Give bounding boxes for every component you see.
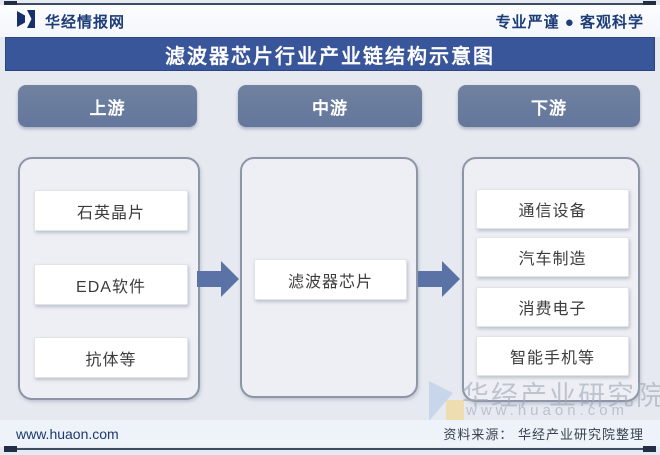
column-header-upstream: 上游 <box>18 85 197 127</box>
brand-name: 华经情报网 <box>45 13 126 31</box>
brand: 华经情报网 <box>16 8 125 35</box>
header-slogan: 专业严谨 ● 客观科学 <box>495 13 644 31</box>
upstream-item: 抗体等 <box>34 337 188 378</box>
bottom-left-nub <box>4 446 17 452</box>
downstream-item: 汽车制造 <box>476 237 629 277</box>
top-right-nub <box>643 1 656 7</box>
downstream-item: 智能手机等 <box>476 336 629 376</box>
watermark-site: www.huaon.com <box>466 402 629 419</box>
upstream-container: 石英晶片 EDA软件 抗体等 <box>18 157 200 400</box>
page-title: 滤波器芯片行业产业链结构示意图 <box>165 45 495 68</box>
downstream-item: 通信设备 <box>476 189 629 229</box>
column-header-midstream: 中游 <box>238 85 422 127</box>
footer-source-note: 资料来源： 华经产业研究院整理 <box>443 427 644 442</box>
midstream-container: 滤波器芯片 <box>240 157 418 398</box>
midstream-item: 滤波器芯片 <box>254 259 407 300</box>
upstream-item: 石英晶片 <box>34 190 188 231</box>
top-frame-line <box>8 3 652 5</box>
bottom-frame-line <box>8 448 652 450</box>
column-header-downstream: 下游 <box>458 85 640 127</box>
downstream-item: 消费电子 <box>476 287 629 327</box>
header-bar: 华经情报网 专业严谨 ● 客观科学 <box>0 5 660 37</box>
upstream-item: EDA软件 <box>34 264 188 305</box>
downstream-container: 通信设备 汽车制造 消费电子 智能手机等 <box>462 157 640 402</box>
top-left-nub <box>4 1 17 7</box>
brand-logo-icon <box>16 8 38 35</box>
title-banner: 滤波器芯片行业产业链结构示意图 <box>5 37 655 71</box>
bottom-right-nub <box>643 446 656 452</box>
arrow-midstream-to-downstream-icon <box>418 258 460 300</box>
footer-bar: www.huaon.com 资料来源： 华经产业研究院整理 <box>0 420 660 447</box>
arrow-upstream-to-midstream-icon <box>197 258 239 300</box>
footer-site-url: www.huaon.com <box>16 425 119 442</box>
